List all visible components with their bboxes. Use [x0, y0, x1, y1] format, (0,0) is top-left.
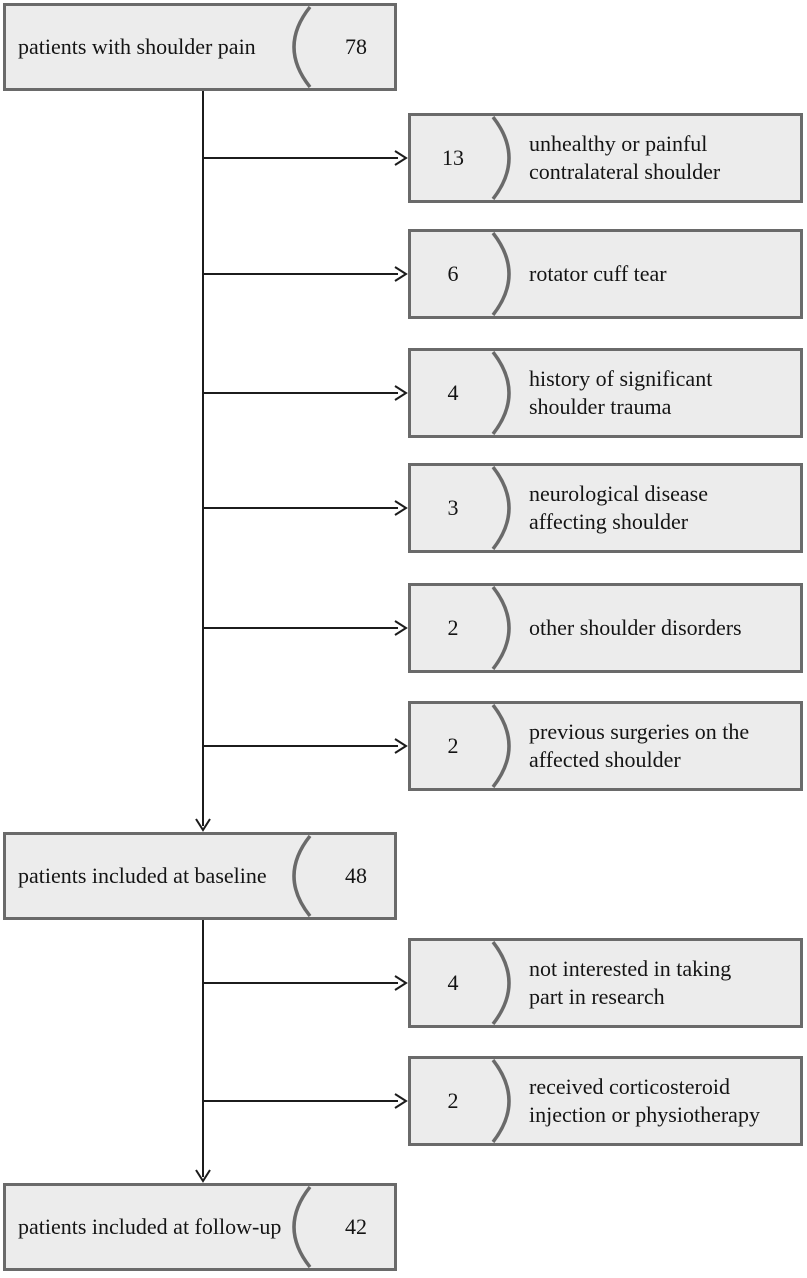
- box-included-at-baseline: patients included at baseline 48: [3, 832, 397, 920]
- count-value: 48: [345, 863, 367, 888]
- count-value: 6: [447, 261, 459, 286]
- parenthesis-arc-icon: [292, 835, 312, 917]
- arrowhead-down-icon: [195, 1169, 211, 1183]
- arrowhead-right-icon: [394, 975, 408, 991]
- parenthesis-arc-icon: [491, 116, 511, 200]
- exclusion-reason: history of significant shoulder trauma: [529, 366, 713, 419]
- arrowhead-right-icon: [394, 150, 408, 166]
- exclusion-reason: unhealthy or painful contralateral shoul…: [529, 131, 721, 184]
- count-value: 78: [345, 34, 367, 59]
- parenthesis-arc-icon: [491, 941, 511, 1025]
- exclusion-box: 13 unhealthy or painful contralateral sh…: [408, 113, 803, 203]
- exclusion-box: 2 previous surgeries on the affected sho…: [408, 701, 803, 791]
- count-value: 2: [447, 615, 459, 640]
- exclusion-reason: neurological disease affecting shoulder: [529, 481, 708, 534]
- exclusion-box: 2 other shoulder disorders: [408, 583, 803, 673]
- exclusion-box: 2 received corticosteroid injection or p…: [408, 1056, 803, 1146]
- count-value: 4: [447, 970, 459, 995]
- arrowhead-right-icon: [394, 266, 408, 282]
- count-value: 4: [447, 380, 459, 405]
- exclusion-reason: previous surgeries on the affected shoul…: [529, 719, 750, 772]
- exclusion-box: 4 history of significant shoulder trauma: [408, 348, 803, 438]
- box-patients-with-shoulder-pain: patients with shoulder pain 78: [3, 3, 397, 91]
- exclusion-box: 6 rotator cuff tear: [408, 229, 803, 319]
- arrowhead-right-icon: [394, 620, 408, 636]
- parenthesis-arc-icon: [491, 586, 511, 670]
- count-value: 42: [345, 1214, 367, 1239]
- count-value: 3: [447, 495, 459, 520]
- exclusion-reason: received corticosteroid injection or phy…: [529, 1074, 760, 1127]
- parenthesis-arc-icon: [292, 6, 312, 88]
- count-value: 2: [447, 733, 459, 758]
- parenthesis-arc-icon: [491, 1059, 511, 1143]
- exclusion-reason: rotator cuff tear: [529, 261, 667, 286]
- exclusion-reason: not interested in taking part in researc…: [529, 956, 732, 1009]
- box-label: patients included at follow-up: [18, 1214, 282, 1239]
- parenthesis-arc-icon: [491, 466, 511, 550]
- exclusion-reason: other shoulder disorders: [529, 615, 742, 640]
- box-included-at-follow-up: patients included at follow-up 42: [3, 1183, 397, 1271]
- arrowhead-right-icon: [394, 385, 408, 401]
- count-value: 2: [447, 1088, 459, 1113]
- parenthesis-arc-icon: [491, 704, 511, 788]
- count-value: 13: [442, 145, 464, 170]
- parenthesis-arc-icon: [491, 351, 511, 435]
- exclusion-box: 4 not interested in taking part in resea…: [408, 938, 803, 1028]
- arrowhead-right-icon: [394, 738, 408, 754]
- box-label: patients included at baseline: [18, 863, 267, 888]
- parenthesis-arc-icon: [292, 1186, 312, 1268]
- arrowhead-down-icon: [195, 818, 211, 832]
- arrowhead-right-icon: [394, 500, 408, 516]
- arrowhead-right-icon: [394, 1093, 408, 1109]
- exclusion-box: 3 neurological disease affecting shoulde…: [408, 463, 803, 553]
- box-label: patients with shoulder pain: [18, 34, 256, 59]
- parenthesis-arc-icon: [491, 232, 511, 316]
